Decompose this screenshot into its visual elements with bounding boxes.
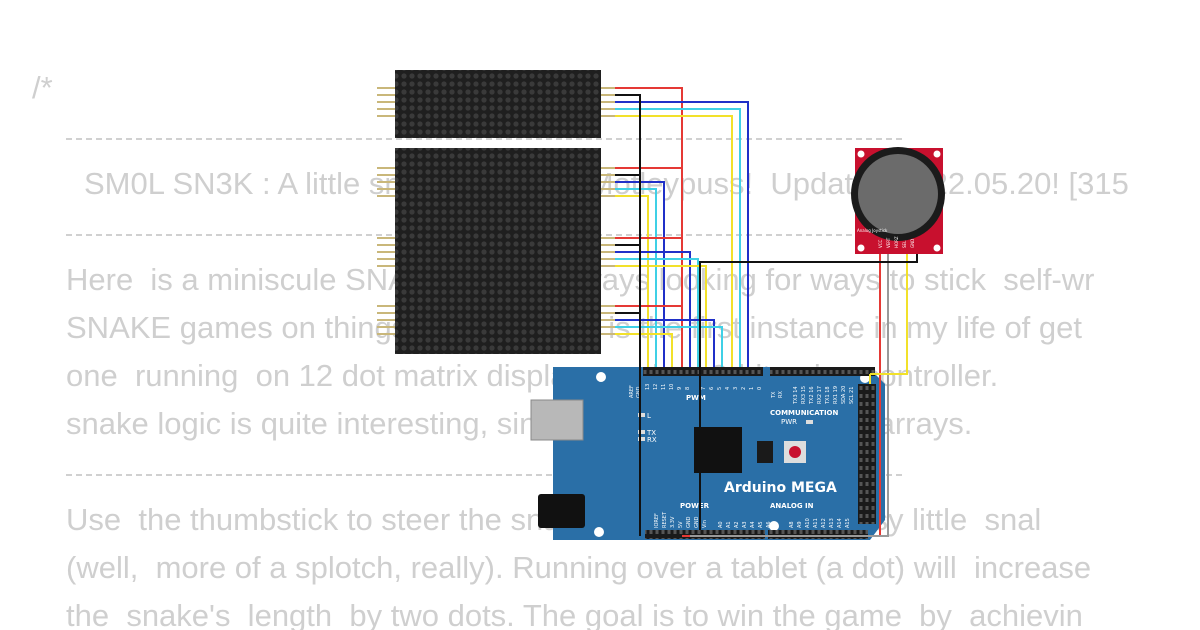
usb-port	[530, 399, 584, 441]
svg-text:A2: A2	[734, 521, 740, 528]
code-line: the snake's length by two dots. The goal…	[66, 598, 1083, 630]
svg-text:GND: GND	[686, 516, 692, 528]
svg-text:11: 11	[661, 384, 667, 390]
svg-text:AREF: AREF	[629, 385, 635, 398]
svg-text:A8: A8	[789, 521, 795, 528]
svg-text:IOREF: IOREF	[654, 513, 660, 528]
svg-text:RX2 17: RX2 17	[817, 386, 823, 404]
svg-text:2: 2	[741, 387, 747, 390]
top-pin-labels: AREF GND 13 12 11 10 9 8 7 6 5 4 3 2 1 0…	[629, 384, 855, 405]
svg-text:3.3V: 3.3V	[670, 516, 676, 528]
svg-text:6: 6	[709, 387, 715, 390]
svg-text:A9: A9	[797, 521, 803, 528]
bottom-pin-labels: IOREF RESET 3.3V 5V GND GND Vin A0 A1 A2…	[654, 511, 851, 528]
svg-text:A5: A5	[758, 521, 764, 528]
communication-label: COMMUNICATION	[770, 409, 839, 417]
analog-label: ANALOG IN	[770, 502, 814, 510]
svg-text:9: 9	[677, 387, 683, 390]
svg-text:TX: TX	[771, 391, 777, 399]
svg-text:TX3 14: TX3 14	[793, 386, 799, 405]
board-name: Arduino MEGA	[724, 480, 837, 496]
led-tx-label: TX	[646, 429, 656, 437]
svg-text:A10: A10	[805, 518, 811, 528]
led-l-label: L	[647, 412, 651, 420]
comment-open: /*	[32, 70, 53, 105]
svg-text:A7: A7	[774, 521, 780, 528]
svg-text:A12: A12	[821, 518, 827, 528]
svg-text:3: 3	[733, 387, 739, 390]
joystick-wires	[639, 95, 918, 537]
divider	[66, 138, 902, 140]
svg-text:VERT: VERT	[886, 237, 891, 248]
joystick-label: Analog Joystick	[857, 228, 888, 233]
svg-text:8: 8	[685, 387, 691, 390]
matrix-wires	[615, 87, 749, 536]
svg-text:0: 0	[757, 387, 763, 390]
svg-text:10: 10	[669, 384, 675, 390]
svg-text:TX1 18: TX1 18	[825, 386, 831, 405]
pwr-led-label: PWR	[781, 418, 797, 426]
svg-text:A3: A3	[742, 521, 748, 528]
svg-text:GND: GND	[694, 516, 700, 528]
svg-text:13: 13	[645, 384, 651, 390]
svg-text:A13: A13	[829, 518, 835, 528]
svg-text:A14: A14	[837, 518, 843, 528]
svg-text:A15: A15	[845, 518, 851, 528]
svg-text:7: 7	[701, 387, 707, 390]
svg-text:RX: RX	[778, 391, 784, 398]
svg-text:TX2 16: TX2 16	[809, 386, 815, 405]
svg-text:1: 1	[749, 387, 755, 390]
svg-text:SEL: SEL	[902, 240, 907, 248]
thumbstick-knob[interactable]	[858, 154, 938, 234]
svg-text:5V: 5V	[678, 521, 684, 528]
svg-text:A6: A6	[766, 521, 772, 528]
microcontroller-chip	[694, 427, 742, 473]
svg-text:5: 5	[717, 387, 723, 390]
svg-text:Vin: Vin	[702, 520, 708, 528]
power-jack	[538, 494, 585, 528]
svg-text:HORZ: HORZ	[894, 236, 899, 248]
power-label: POWER	[680, 502, 710, 510]
svg-text:A1: A1	[726, 521, 732, 528]
pwm-label: PWM	[686, 394, 706, 402]
analog-joystick-module[interactable]: Analog Joystick VCC VERT HORZ SEL GND	[851, 147, 945, 254]
svg-text:GND: GND	[910, 239, 915, 248]
led-matrix-top[interactable]	[377, 70, 615, 138]
svg-text:SCL 21: SCL 21	[849, 387, 855, 404]
divider	[66, 474, 902, 476]
svg-text:RX1 19: RX1 19	[833, 386, 839, 404]
svg-text:VCC: VCC	[878, 239, 883, 248]
svg-text:RX3 15: RX3 15	[801, 386, 807, 404]
svg-text:SDA 20: SDA 20	[841, 386, 847, 404]
svg-text:4: 4	[725, 387, 731, 390]
svg-text:A11: A11	[813, 518, 819, 528]
led-matrix-bottom[interactable]	[377, 148, 615, 354]
svg-text:A0: A0	[718, 521, 724, 528]
arduino-mega-board[interactable]: L TX RX PWR PWM COMMUNICATION POWER ANAL…	[530, 367, 885, 540]
code-line: (well, more of a splotch, really). Runni…	[66, 550, 1092, 585]
svg-text:A4: A4	[750, 521, 756, 528]
svg-text:12: 12	[653, 384, 659, 390]
led-rx-label: RX	[647, 436, 657, 444]
svg-text:RESET: RESET	[662, 511, 668, 528]
